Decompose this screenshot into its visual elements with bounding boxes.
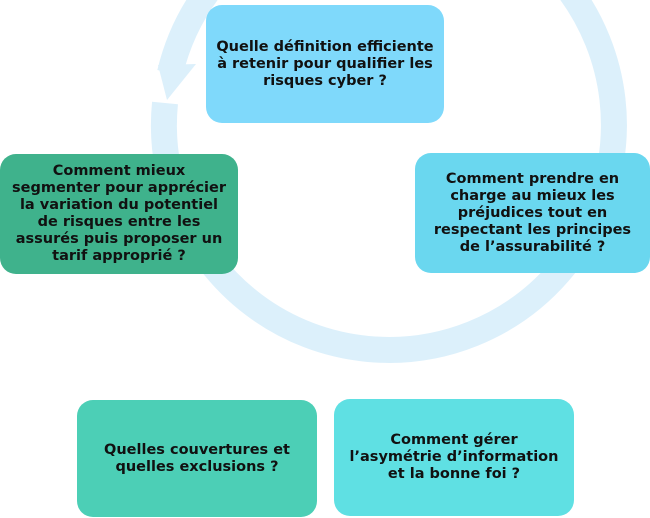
step-text-couvertures: Quelles couvertures et quelles exclusion… — [104, 441, 290, 475]
step-text-prejudices: Comment prendre en charge au mieux les p… — [433, 170, 632, 255]
step-text-asymetrie: Comment gérer l’asymétrie d’information … — [349, 432, 559, 482]
step-box-prejudices: Comment prendre en charge au mieux les p… — [415, 153, 650, 273]
step-box-asymetrie: Comment gérer l’asymétrie d’information … — [334, 399, 574, 516]
cycle-arrowhead — [158, 64, 196, 100]
step-text-definition: Quelle définition efficiente à retenir p… — [216, 38, 434, 89]
step-box-definition: Quelle définition efficiente à retenir p… — [206, 5, 444, 123]
step-box-couvertures: Quelles couvertures et quelles exclusion… — [77, 400, 317, 517]
step-box-segmentation: Comment mieux segmenter pour apprécier l… — [0, 154, 238, 274]
step-text-segmentation: Comment mieux segmenter pour apprécier l… — [11, 163, 227, 264]
